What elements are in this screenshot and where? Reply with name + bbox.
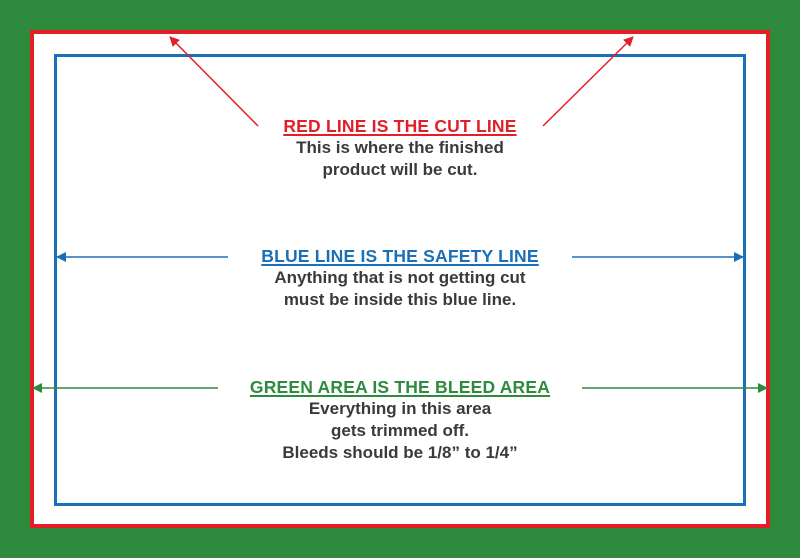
- safety-line-heading: BLUE LINE IS THE SAFETY LINE: [255, 246, 545, 267]
- bleed-area-desc-1: Everything in this area: [308, 399, 492, 418]
- trim-area: [30, 30, 770, 528]
- bleed-area-desc-3: Bleeds should be 1/8” to 1/4”: [282, 443, 518, 462]
- cut-line-border: [30, 30, 770, 528]
- cut-line-desc-1: This is where the finished: [296, 138, 504, 157]
- cut-line-desc-2: product will be cut.: [322, 160, 478, 179]
- safety-line-desc-2: must be inside this blue line.: [283, 290, 517, 309]
- bleed-area-desc-2: gets trimmed off.: [331, 421, 469, 440]
- cut-line-heading: RED LINE IS THE CUT LINE: [277, 116, 523, 137]
- safety-line-label: BLUE LINE IS THE SAFETY LINE Anything th…: [0, 246, 800, 311]
- bleed-area-heading: GREEN AREA IS THE BLEED AREA: [243, 377, 557, 398]
- red-arrow-left: [169, 36, 259, 127]
- safety-line-border: [54, 54, 746, 506]
- bleed-area-label: GREEN AREA IS THE BLEED AREA Everything …: [0, 377, 800, 464]
- red-arrow-right: [542, 36, 634, 127]
- safety-line-desc-1: Anything that is not getting cut: [274, 268, 526, 287]
- cut-line-label: RED LINE IS THE CUT LINE This is where t…: [0, 116, 800, 181]
